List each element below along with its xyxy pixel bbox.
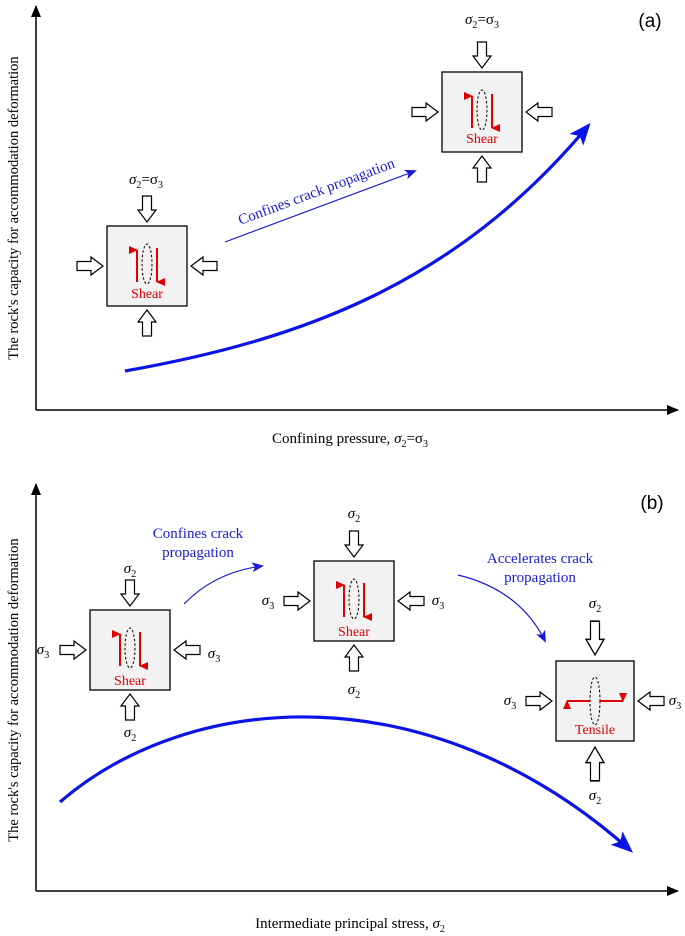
panel-a-y-axis-label: The rock's capacity for accommodation de… <box>6 56 22 360</box>
sigma2-bottom-label: σ2 <box>348 682 360 701</box>
panel-a-stress-element-1: σ2=σ3 Shear <box>76 172 218 337</box>
rock-element-box <box>313 560 395 642</box>
stress-arrow-bottom-icon <box>472 155 492 183</box>
stress-arrow-top-icon <box>120 579 140 607</box>
stress-arrow-top-icon <box>344 530 364 558</box>
stress-arrow-left-icon <box>525 691 553 711</box>
failure-label: Shear <box>466 132 498 147</box>
sigma3-right-label: σ3 <box>432 593 444 612</box>
panel-b-annotation-1-line-1: Confines crack <box>153 526 244 542</box>
sigma3-left-label: σ3 <box>37 642 49 661</box>
stress-arrow-bottom-icon <box>120 693 140 721</box>
panel-a-annotation-text: Confines crack propagation <box>236 156 397 229</box>
rock-element-box <box>441 71 523 153</box>
panel-b-label: (b) <box>640 493 663 514</box>
panel-b-capacity-curve <box>58 715 633 853</box>
panel-b-x-axis-label: Intermediate principal stress, σ2 <box>255 916 445 935</box>
sigma2-top-label: σ2 <box>124 561 136 580</box>
panel-b-annotation-2-line-1: Accelerates crack <box>487 551 594 567</box>
rock-element-box <box>106 225 188 307</box>
panel-b-annotation-arrow-2 <box>457 574 546 643</box>
sigma2-bottom-label: σ2 <box>124 725 136 744</box>
panel-a: (a) The rock's capacity for accommodatio… <box>6 5 679 450</box>
panel-a-annotation-arrow <box>224 169 417 243</box>
stress-arrow-top-icon <box>585 620 605 656</box>
crack-ellipse <box>141 243 153 285</box>
stress-arrow-bottom-icon <box>137 309 157 337</box>
panel-b-y-axis-label: The rock's capacity for accommodation de… <box>6 538 22 842</box>
panel-a-capacity-curve <box>124 122 591 373</box>
failure-label: Tensile <box>575 723 615 738</box>
sigma2-top-label: σ2 <box>348 506 360 525</box>
stress-arrow-right-icon <box>525 102 553 122</box>
failure-label: Shear <box>114 674 146 689</box>
stress-arrow-left-icon <box>76 256 104 276</box>
stress-label: σ2=σ3 <box>465 12 499 31</box>
stress-arrow-bottom-icon <box>585 746 605 782</box>
sigma3-left-label: σ3 <box>504 693 516 712</box>
sigma3-left-label: σ3 <box>262 593 274 612</box>
rock-element-box <box>89 609 171 691</box>
panel-b: (b) The rock's capacity for accommodatio… <box>6 483 681 935</box>
failure-label: Shear <box>131 287 163 302</box>
stress-arrow-right-icon <box>397 591 425 611</box>
sigma2-bottom-label: σ2 <box>589 788 601 807</box>
stress-arrow-left-icon <box>411 102 439 122</box>
stress-arrow-left-icon <box>283 591 311 611</box>
stress-arrow-top-icon <box>472 41 492 69</box>
stress-arrow-bottom-icon <box>344 644 364 672</box>
panel-a-stress-element-2: σ2=σ3 Shear <box>411 12 553 183</box>
sigma2-top-label: σ2 <box>589 596 601 615</box>
panel-b-annotation-2-line-2: propagation <box>504 570 576 586</box>
panel-a-x-axis-label: Confining pressure, σ2=σ3 <box>272 431 428 450</box>
failure-label: Shear <box>338 625 370 640</box>
stress-label: σ2=σ3 <box>129 172 163 191</box>
panel-b-stress-element-1: σ2 σ2 σ3 σ3 Shear <box>37 561 220 744</box>
crack-ellipse <box>124 627 136 669</box>
stress-arrow-top-icon <box>137 195 157 223</box>
sigma3-right-label: σ3 <box>208 646 220 665</box>
crack-ellipse <box>348 578 360 620</box>
panel-b-annotation-1-line-2: propagation <box>162 545 234 561</box>
stress-arrow-right-icon <box>173 640 201 660</box>
sigma3-right-label: σ3 <box>669 693 681 712</box>
panel-a-label: (a) <box>638 11 661 32</box>
crack-ellipse <box>476 89 488 131</box>
panel-b-stress-element-2: σ2 σ2 σ3 σ3 Shear <box>262 506 444 701</box>
panel-b-stress-element-3: σ2 σ2 σ3 σ3 Tensile <box>504 596 681 807</box>
stress-arrow-right-icon <box>190 256 218 276</box>
stress-arrow-right-icon <box>637 691 665 711</box>
stress-arrow-left-icon <box>59 640 87 660</box>
panel-b-annotation-arrow-1 <box>183 562 264 605</box>
